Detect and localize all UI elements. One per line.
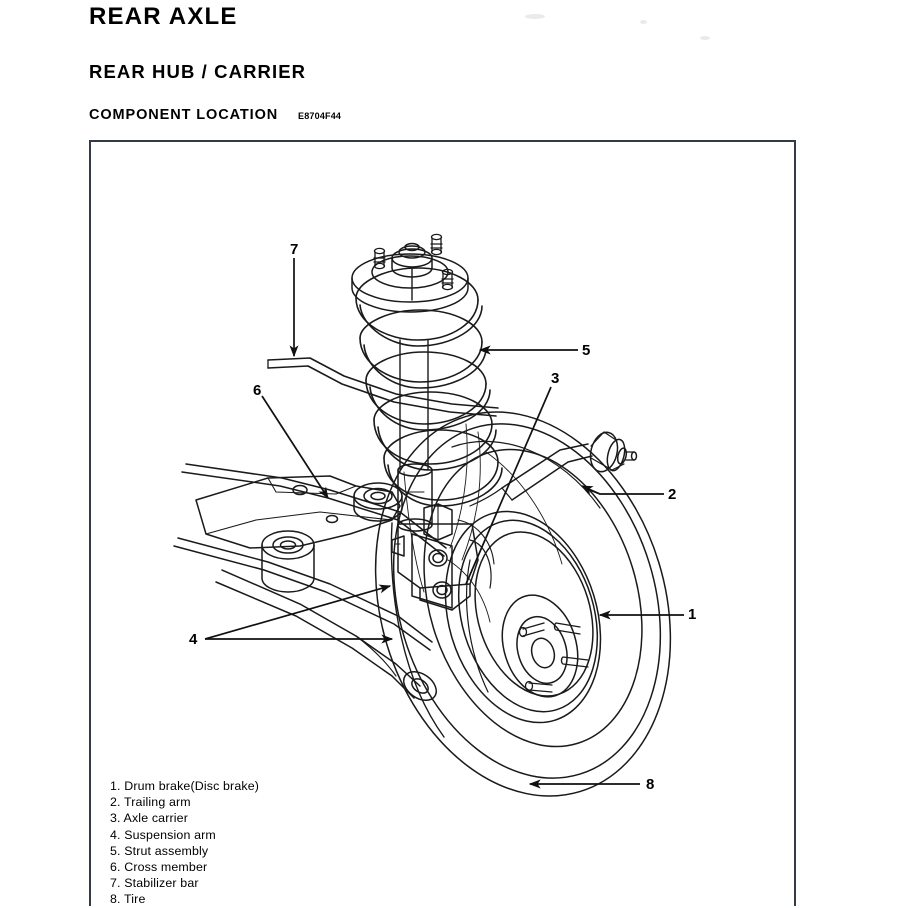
figure-code: E8704F44 [298, 111, 342, 121]
section-title: REAR AXLE [89, 3, 238, 30]
callout-8: 8 [646, 776, 655, 793]
legend-item-8: 8. Tire [110, 892, 146, 907]
legend-item-2: 2. Trailing arm [110, 795, 191, 810]
legend-item-3: 3. Axle carrier [110, 811, 188, 826]
callout-4: 4 [189, 631, 198, 648]
component-location-label: COMPONENT LOCATION [89, 107, 279, 123]
callout-6: 6 [253, 382, 262, 399]
legend-item-1: 1. Drum brake(Disc brake) [110, 779, 260, 793]
component-legend: 1. Drum brake(Disc brake) 2. Trailing ar… [110, 778, 259, 908]
subsection-title: REAR HUB / CARRIER [89, 61, 307, 82]
callout-7: 7 [290, 241, 299, 258]
legend-item-6: 6. Cross member [110, 860, 208, 875]
legend-item-5: 5. Strut assembly [110, 843, 209, 858]
scan-artifact [525, 14, 545, 19]
legend-item-7: 7. Stabilizer bar [110, 876, 199, 891]
callout-2: 2 [668, 486, 677, 503]
scan-artifact [640, 20, 647, 24]
legend-item-4: 4. Suspension arm [110, 827, 216, 842]
scan-artifact [700, 36, 710, 40]
callout-5: 5 [582, 342, 591, 359]
callout-3: 3 [551, 370, 560, 387]
callout-1: 1 [688, 606, 697, 623]
